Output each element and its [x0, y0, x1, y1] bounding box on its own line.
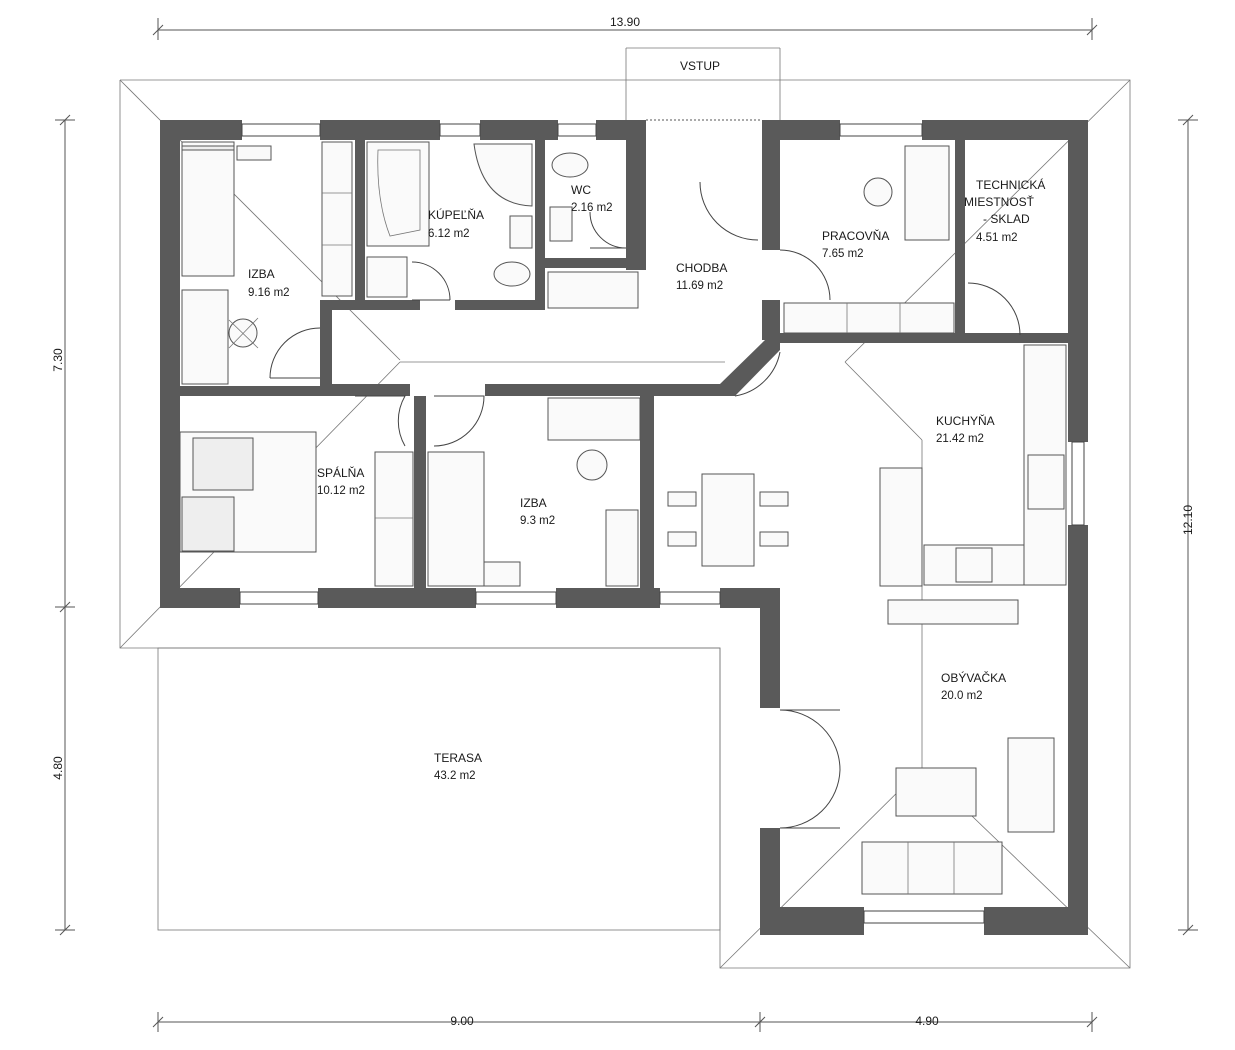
- furniture-pracovna: [783, 145, 955, 334]
- room-area-spalna: 10.12 m2: [317, 485, 365, 497]
- dim-left-upper: 7.30: [51, 348, 65, 372]
- room-name-izba2: IZBA: [520, 496, 547, 510]
- room-name-chodba: CHODBA: [676, 261, 727, 275]
- furniture-kitchen: [879, 344, 1067, 625]
- entrance-label: VSTUP: [680, 59, 720, 73]
- dim-bottom-right: 4.90: [915, 1014, 939, 1028]
- room-area-kuchyna: 21.42 m2: [936, 433, 984, 445]
- room-name-kupelna: KÚPEĽŇA: [428, 207, 484, 222]
- room-name-kuchyna: KUCHYŇA: [936, 413, 995, 428]
- room-area-izba1: 9.16 m2: [248, 287, 290, 299]
- dim-bottom-left: 9.00: [450, 1014, 474, 1028]
- room-area-technicka: 4.51 m2: [976, 232, 1018, 244]
- room-name-technicka-2: MIESTNOSŤ: [964, 194, 1035, 209]
- furniture-izba2: [427, 397, 641, 587]
- room-area-terasa: 43.2 m2: [434, 770, 476, 782]
- room-name-technicka-1: TECHNICKÁ: [976, 177, 1045, 192]
- furniture-dining: [667, 473, 789, 567]
- windows: [239, 123, 1085, 924]
- dim-top-width: 13.90: [610, 15, 640, 29]
- dim-right-total: 12.10: [1181, 505, 1195, 535]
- furniture-izba1: [181, 141, 353, 385]
- dimension-lines: [55, 18, 1198, 1032]
- room-name-technicka-3: - SKLAD: [983, 212, 1030, 226]
- room-name-terasa: TERASA: [434, 751, 482, 765]
- room-area-wc: 2.16 m2: [571, 202, 613, 214]
- room-area-pracovna: 7.65 m2: [822, 248, 864, 260]
- room-area-obyvacka: 20.0 m2: [941, 690, 983, 702]
- room-name-pracovna: PRACOVŇA: [822, 228, 889, 243]
- entrance-canopy: [625, 47, 781, 121]
- room-labels: IZBA 9.16 m2 KÚPEĽŇA 6.12 m2 WC 2.16 m2 …: [248, 177, 1045, 782]
- corridor-cabinet: [547, 271, 639, 309]
- furniture-spalna: [179, 431, 414, 587]
- dim-left-lower: 4.80: [51, 756, 65, 780]
- room-name-izba1: IZBA: [248, 267, 275, 281]
- furniture-kupelna: [366, 141, 533, 298]
- terrace-outline: [157, 647, 721, 931]
- room-area-kupelna: 6.12 m2: [428, 228, 470, 240]
- room-name-wc: WC: [571, 183, 591, 197]
- furniture-living: [861, 737, 1055, 895]
- room-name-obyvacka: OBÝVAČKA: [941, 670, 1006, 685]
- room-area-izba2: 9.3 m2: [520, 515, 555, 527]
- doors: [269, 181, 1021, 829]
- furniture-wc: [549, 152, 589, 242]
- room-name-spalna: SPÁLŇA: [317, 465, 364, 480]
- room-area-chodba: 11.69 m2: [676, 280, 723, 292]
- walls: [160, 120, 1088, 935]
